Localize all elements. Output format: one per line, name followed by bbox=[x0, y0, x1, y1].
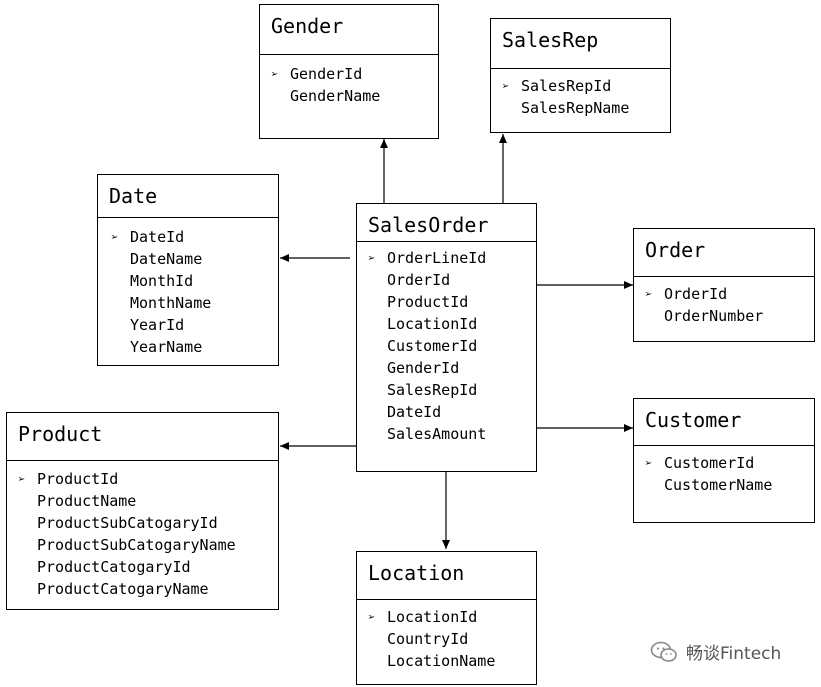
field: ProductId bbox=[387, 293, 469, 311]
primary-key-field: ➢ ProductId bbox=[18, 468, 278, 490]
field: ProductSubCatogaryName bbox=[37, 536, 236, 554]
field-name: CustomerId bbox=[664, 454, 755, 472]
entity-title: Location bbox=[357, 552, 536, 600]
entity-customer: Customer ➢ CustomerId CustomerName bbox=[633, 398, 815, 523]
field-list: ➢ CustomerId CustomerName bbox=[634, 446, 814, 496]
field: MonthName bbox=[130, 294, 212, 312]
field: ProductSubCatogaryId bbox=[37, 514, 218, 532]
primary-key-field: ➢ DateId bbox=[111, 226, 278, 248]
field: ProductName bbox=[37, 492, 137, 510]
entity-title: Date bbox=[98, 175, 278, 218]
field-list: ➢ LocationId CountryId LocationName bbox=[357, 600, 536, 672]
field: YearName bbox=[130, 338, 203, 356]
entity-title: Product bbox=[7, 413, 278, 461]
field: DateId bbox=[387, 403, 442, 421]
field-list: ➢ GenderId GenderName bbox=[260, 55, 438, 107]
entity-title: SalesRep bbox=[491, 19, 670, 69]
entity-salesorder: SalesOrder ➢ OrderLineId OrderId ProductI… bbox=[356, 203, 537, 472]
field: SalesRepId bbox=[387, 381, 478, 399]
entity-date: Date ➢ DateId DateName MonthId MonthName … bbox=[97, 174, 279, 366]
field-list: ➢ ProductId ProductName ProductSubCatogar… bbox=[7, 461, 278, 600]
field-name: GenderId bbox=[290, 65, 363, 83]
key-arrow-icon: ➢ bbox=[368, 251, 376, 265]
key-arrow-icon: ➢ bbox=[645, 287, 653, 301]
key-arrow-icon: ➢ bbox=[502, 79, 510, 93]
primary-key-field: ➢ SalesRepId bbox=[502, 75, 670, 97]
field-name: OrderId bbox=[664, 285, 728, 303]
entity-location: Location ➢ LocationId CountryId LocationN… bbox=[356, 551, 537, 685]
key-arrow-icon: ➢ bbox=[368, 610, 376, 624]
field: OrderId bbox=[387, 271, 451, 289]
wechat-icon bbox=[650, 641, 677, 662]
field-list: ➢ DateId DateName MonthId MonthName YearI… bbox=[98, 218, 278, 358]
entity-salesrep: SalesRep ➢ SalesRepId SalesRepName bbox=[490, 18, 671, 133]
field: OrderNumber bbox=[664, 307, 764, 325]
watermark-text: 畅谈Fintech bbox=[686, 644, 782, 664]
primary-key-field: ➢ CustomerId bbox=[645, 452, 814, 474]
field: CustomerName bbox=[664, 476, 773, 494]
key-arrow-icon: ➢ bbox=[645, 456, 653, 470]
field: GenderId bbox=[387, 359, 460, 377]
primary-key-field: ➢ OrderId bbox=[645, 283, 814, 305]
field-name: DateId bbox=[130, 228, 185, 246]
field-name: LocationId bbox=[387, 608, 478, 626]
field: GenderName bbox=[290, 87, 381, 105]
primary-key-field: ➢ GenderId bbox=[271, 63, 438, 85]
field: LocationName bbox=[387, 652, 496, 670]
field: CountryId bbox=[387, 630, 469, 648]
field: CustomerId bbox=[387, 337, 478, 355]
field-list: ➢ OrderId OrderNumber bbox=[634, 277, 814, 327]
entity-gender: Gender ➢ GenderId GenderName bbox=[259, 4, 439, 139]
field-name: ProductId bbox=[37, 470, 119, 488]
primary-key-field: ➢ OrderLineId bbox=[368, 247, 536, 269]
watermark: 畅谈Fintech bbox=[650, 639, 781, 664]
field: MonthId bbox=[130, 272, 194, 290]
field-name: OrderLineId bbox=[387, 249, 487, 267]
entity-title: Gender bbox=[260, 5, 438, 55]
field: YearId bbox=[130, 316, 185, 334]
entity-title: Order bbox=[634, 229, 814, 277]
field: ProductCatogaryId bbox=[37, 558, 191, 576]
entity-order: Order ➢ OrderId OrderNumber bbox=[633, 228, 815, 342]
field: SalesAmount bbox=[387, 425, 487, 443]
entity-title: Customer bbox=[634, 399, 814, 446]
field: LocationId bbox=[387, 315, 478, 333]
field-list: ➢ OrderLineId OrderId ProductId LocationI… bbox=[357, 242, 536, 445]
entity-product: Product ➢ ProductId ProductName ProductSu… bbox=[6, 412, 279, 610]
field-name: SalesRepId bbox=[521, 77, 612, 95]
field: ProductCatogaryName bbox=[37, 580, 209, 598]
field-list: ➢ SalesRepId SalesRepName bbox=[491, 69, 670, 119]
primary-key-field: ➢ LocationId bbox=[368, 606, 536, 628]
entity-title: SalesOrder bbox=[357, 204, 536, 242]
field: SalesRepName bbox=[521, 99, 630, 117]
key-arrow-icon: ➢ bbox=[18, 472, 26, 486]
key-arrow-icon: ➢ bbox=[271, 67, 279, 81]
key-arrow-icon: ➢ bbox=[111, 230, 119, 244]
field: DateName bbox=[130, 250, 203, 268]
